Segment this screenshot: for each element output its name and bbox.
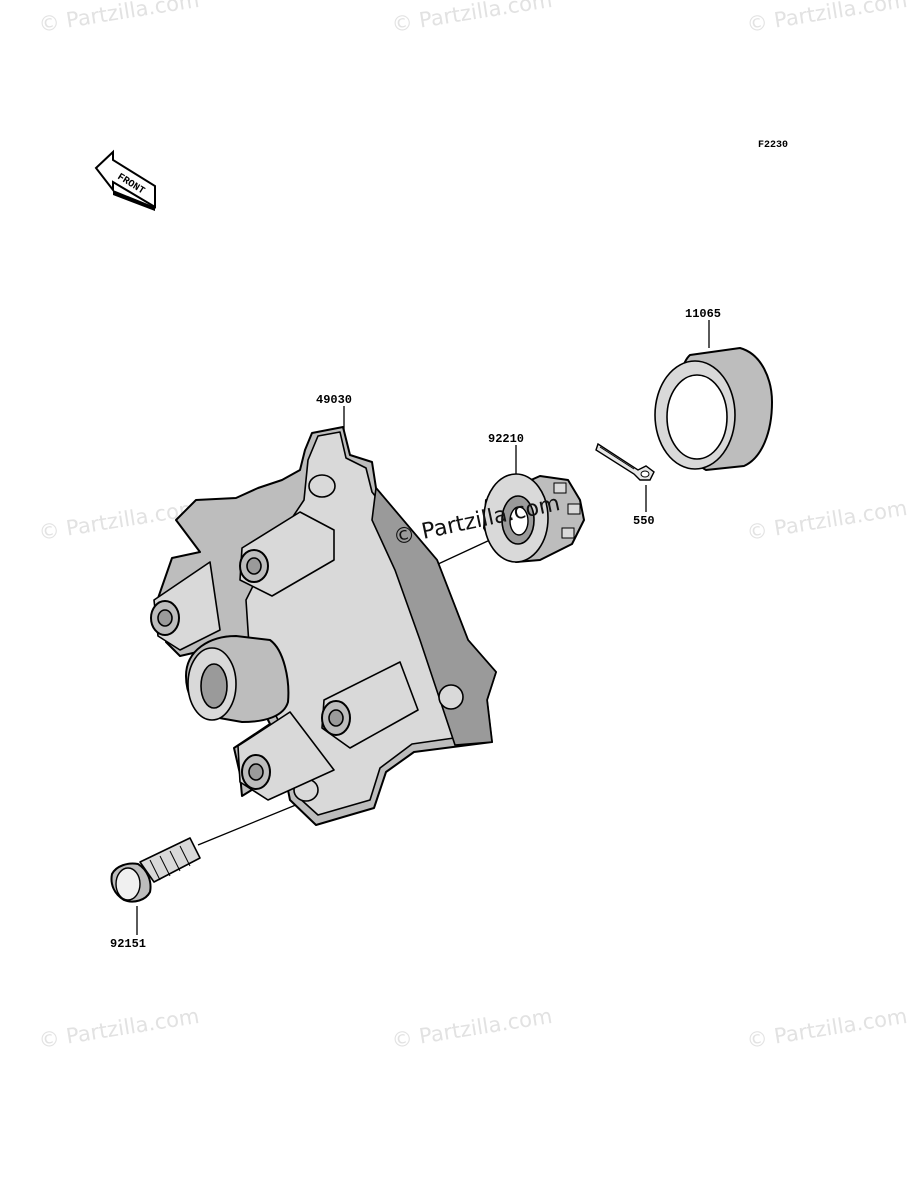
callout-550: 550: [633, 514, 655, 528]
diagram-code: F2230: [758, 140, 788, 151]
watermark-text: © Partzilla.com: [37, 0, 201, 37]
watermark-text: © Partzilla.com: [745, 0, 909, 37]
watermark-text: © Partzilla.com: [745, 1004, 909, 1053]
callout-49030: 49030: [316, 393, 352, 407]
callout-11065: 11065: [685, 307, 721, 321]
bearing-part: [654, 347, 773, 471]
watermark-text: © Partzilla.com: [390, 1004, 554, 1053]
watermark-text: © Partzilla.com: [745, 496, 909, 545]
watermark-text: © Partzilla.com: [390, 0, 554, 37]
bolt-hole: [438, 684, 464, 710]
bolt-hole: [308, 474, 336, 498]
callout-92210: 92210: [488, 432, 524, 446]
wheel-stud-part: [110, 837, 201, 903]
watermark-text: © Partzilla.com: [37, 1004, 201, 1053]
castle-nut-part: [483, 473, 585, 563]
wheel-hub-part: [150, 426, 497, 826]
callout-92151: 92151: [110, 937, 146, 951]
cotter-pin-part: [595, 442, 655, 481]
front-arrow-icon: FRONT: [94, 149, 156, 211]
callout-labels: 49030 92210 11065 550 92151: [110, 307, 721, 951]
